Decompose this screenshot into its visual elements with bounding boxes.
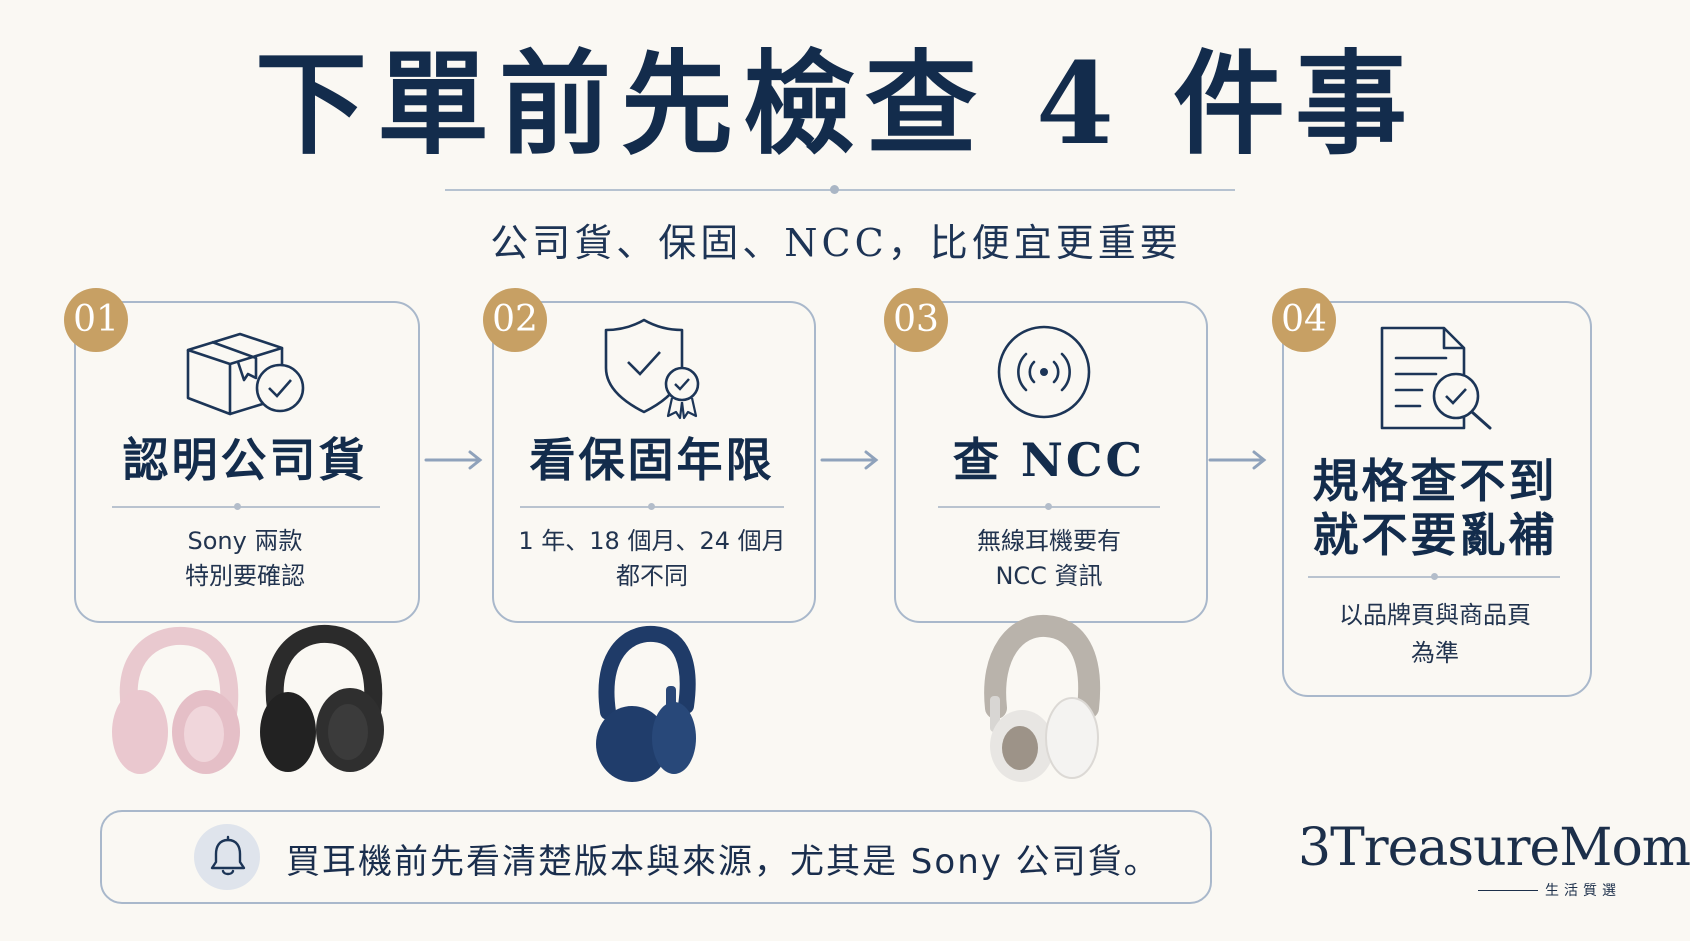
page-subtitle: 公司貨、保固、NCC，比便宜更重要: [490, 221, 1182, 265]
step-title-2: 看保固年限: [529, 433, 775, 487]
notice-icon-circle: [194, 824, 260, 890]
box-check-icon: [186, 332, 305, 416]
step-desc-3: 無線耳機要有 NCC 資訊: [894, 524, 1204, 594]
headphone-black-image: [260, 624, 384, 772]
step-number-badge-4: 04: [1272, 288, 1336, 352]
arrow-right-icon: [424, 450, 483, 470]
step-desc-2-line2: 都不同: [616, 562, 688, 590]
title-divider: [445, 189, 1235, 191]
step-title-4-line1: 規格查不到: [1312, 454, 1558, 508]
step-desc-2-line1: 1 年、18 個月、24 個月: [518, 527, 786, 555]
wireless-signal-icon: [997, 325, 1091, 419]
arrow-right-icon: [820, 450, 879, 470]
bell-icon: [210, 835, 246, 876]
step-desc-2: 1 年、18 個月、24 個月 都不同: [492, 524, 812, 594]
step-desc-4: 以品牌頁與商品頁 為準: [1282, 596, 1588, 672]
page-title: 下單前先檢查 4 件事: [255, 39, 1417, 170]
step-desc-3-line2: NCC 資訊: [995, 562, 1103, 590]
step-card-3: [894, 301, 1208, 623]
headphone-white-image: [984, 614, 1101, 782]
step-card-2: [492, 301, 816, 623]
title-divider-dot: [830, 185, 839, 194]
step-number-badge-1: 01: [64, 288, 128, 352]
step-divider-dot-4: [1431, 573, 1438, 580]
logo-underline: [1478, 890, 1538, 891]
headphone-pink-image: [112, 626, 240, 774]
arrow-right-icon: [1208, 450, 1267, 470]
step-desc-1: Sony 兩款 特別要確認: [74, 524, 416, 594]
headphone-navy-image: [596, 625, 696, 782]
step-title-4-line2: 就不要亂補: [1312, 508, 1558, 562]
step-card-4: [1282, 301, 1592, 697]
step-desc-4-line1: 以品牌頁與商品頁: [1339, 601, 1531, 629]
notice-bar: [100, 810, 1212, 904]
step-number-badge-3: 03: [884, 288, 948, 352]
step-title-3: 查 NCC: [952, 433, 1146, 487]
step-desc-1-line2: 特別要確認: [185, 562, 305, 590]
shield-badge-icon: [604, 318, 700, 420]
step-number-badge-2: 02: [483, 288, 547, 352]
brand-tagline: 生活質選: [1545, 883, 1621, 899]
step-divider-dot-2: [648, 503, 655, 510]
step-desc-1-line1: Sony 兩款: [187, 527, 303, 555]
step-title-4: 規格查不到 就不要亂補: [1282, 454, 1588, 562]
brand-logo: 3TreasureMom: [1298, 818, 1690, 878]
step-divider-1: [112, 506, 380, 508]
step-desc-3-line1: 無線耳機要有: [977, 527, 1121, 555]
step-divider-dot-1: [234, 503, 241, 510]
step-desc-4-line2: 為準: [1411, 639, 1459, 667]
notice-text: 買耳機前先看清楚版本與來源，尤其是 Sony 公司貨。: [286, 842, 1160, 882]
document-search-icon: [1380, 326, 1492, 430]
step-title-1: 認明公司貨: [122, 433, 368, 487]
step-divider-dot-3: [1045, 503, 1052, 510]
